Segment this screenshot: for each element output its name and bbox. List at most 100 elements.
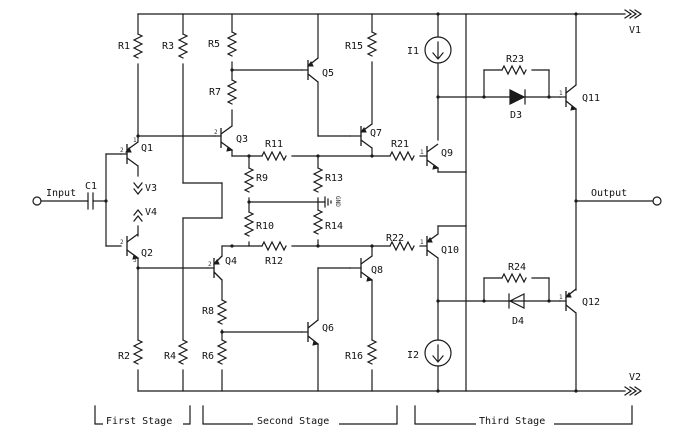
label-c1: C1	[85, 181, 97, 192]
label-r24: R24	[508, 262, 526, 273]
label-r13: R13	[325, 173, 343, 184]
resistor-r1	[133, 33, 143, 59]
label-r3: R3	[162, 41, 174, 52]
label-r23: R23	[506, 54, 524, 65]
label-r12: R12	[265, 256, 283, 267]
label-r16: R16	[345, 351, 363, 362]
pin-q10-base: 1	[420, 239, 424, 246]
rail-v1	[137, 9, 643, 19]
stage-label-first: First Stage	[106, 416, 172, 427]
transistor-q2	[126, 233, 140, 260]
resistor-r13	[313, 167, 323, 193]
transistor-q5	[301, 57, 319, 83]
label-i2: I2	[407, 350, 419, 361]
label-r9: R9	[256, 173, 268, 184]
label-v2: V2	[629, 372, 641, 383]
pin-q1-base: 2	[120, 147, 124, 154]
resistor-r11	[261, 151, 287, 161]
label-q12: Q12	[582, 297, 600, 308]
label-input: Input	[46, 188, 76, 199]
stage-bracket-first: First Stage	[94, 405, 191, 428]
label-r14: R14	[325, 221, 343, 232]
resistor-r6	[217, 339, 227, 365]
label-q3: Q3	[236, 134, 248, 145]
label-r15: R15	[345, 41, 363, 52]
transistor-q4	[207, 255, 223, 281]
transistor-q11	[559, 84, 578, 111]
label-v3: V3	[145, 183, 157, 194]
resistor-r3	[178, 33, 188, 59]
label-q2: Q2	[141, 248, 153, 259]
label-d4: D4	[512, 316, 524, 327]
resistor-r15	[367, 31, 377, 57]
pin-q11-base: 1	[559, 90, 563, 97]
transistor-q1	[120, 141, 139, 167]
label-r8: R8	[202, 306, 214, 317]
pin-q1-collector: 1	[133, 137, 137, 144]
transistor-q12	[559, 288, 577, 314]
component-labels: Input C1 R1 R2 R3 R4 R5 R6 R7 R8 R9 R10 …	[46, 25, 641, 383]
label-q11: Q11	[582, 93, 600, 104]
pin-q3-base: 2	[214, 129, 218, 136]
transistor-q8	[349, 255, 374, 282]
diode-d4	[508, 293, 525, 309]
resistor-r4	[178, 339, 188, 365]
resistor-r2	[133, 339, 143, 365]
resistor-r16	[367, 339, 377, 365]
label-q9: Q9	[441, 148, 453, 159]
capacitor-c1	[87, 192, 107, 210]
label-r11: R11	[265, 139, 283, 150]
label-output: Output	[591, 188, 627, 199]
input-terminal	[32, 196, 89, 206]
label-r4: R4	[164, 351, 176, 362]
current-source-i1	[424, 36, 452, 64]
resistor-r5	[227, 31, 237, 57]
stage-bracket-second: Second Stage	[202, 405, 398, 428]
stage-bracket-third: Third Stage	[414, 405, 633, 428]
label-v1: V1	[629, 25, 641, 36]
resistor-r14	[313, 209, 323, 235]
label-r1: R1	[118, 41, 130, 52]
label-q1: Q1	[141, 143, 153, 154]
label-d3: D3	[510, 110, 522, 121]
label-q7: Q7	[370, 128, 382, 139]
transistor-q3	[214, 125, 234, 152]
label-q4: Q4	[225, 256, 237, 267]
label-i1: I1	[407, 46, 419, 57]
label-r6: R6	[202, 351, 214, 362]
source-v4	[133, 209, 143, 222]
pin-q2-emitter: 3	[133, 257, 137, 264]
output-terminal	[652, 196, 662, 206]
pin-q4-base: 2	[208, 261, 212, 268]
source-v3	[133, 182, 143, 195]
label-q8: Q8	[371, 265, 383, 276]
label-q5: Q5	[322, 68, 334, 79]
resistor-r23	[501, 65, 527, 75]
stage-label-third: Third Stage	[479, 416, 545, 427]
resistor-r12	[261, 241, 287, 251]
label-r5: R5	[208, 39, 220, 50]
transistor-q9	[426, 143, 440, 170]
label-r10: R10	[256, 221, 274, 232]
label-q10: Q10	[441, 245, 459, 256]
resistor-r8	[217, 299, 227, 325]
resistor-r24	[501, 273, 527, 283]
label-gnd: GND	[334, 196, 341, 207]
label-r7: R7	[209, 87, 221, 98]
ground-symbol	[324, 196, 332, 208]
resistor-r10	[244, 211, 254, 237]
diode-d3	[509, 89, 526, 105]
label-q6: Q6	[322, 323, 334, 334]
stage-label-second: Second Stage	[257, 416, 329, 427]
current-source-i2	[424, 339, 452, 367]
resistor-r9	[244, 167, 254, 193]
label-r22: R22	[386, 233, 404, 244]
pin-q12-base: 1	[559, 294, 563, 301]
transistor-q6	[301, 319, 320, 346]
resistor-r7	[227, 79, 237, 105]
transistor-q10	[426, 233, 439, 259]
label-r2: R2	[118, 351, 130, 362]
resistor-r21	[389, 151, 415, 161]
